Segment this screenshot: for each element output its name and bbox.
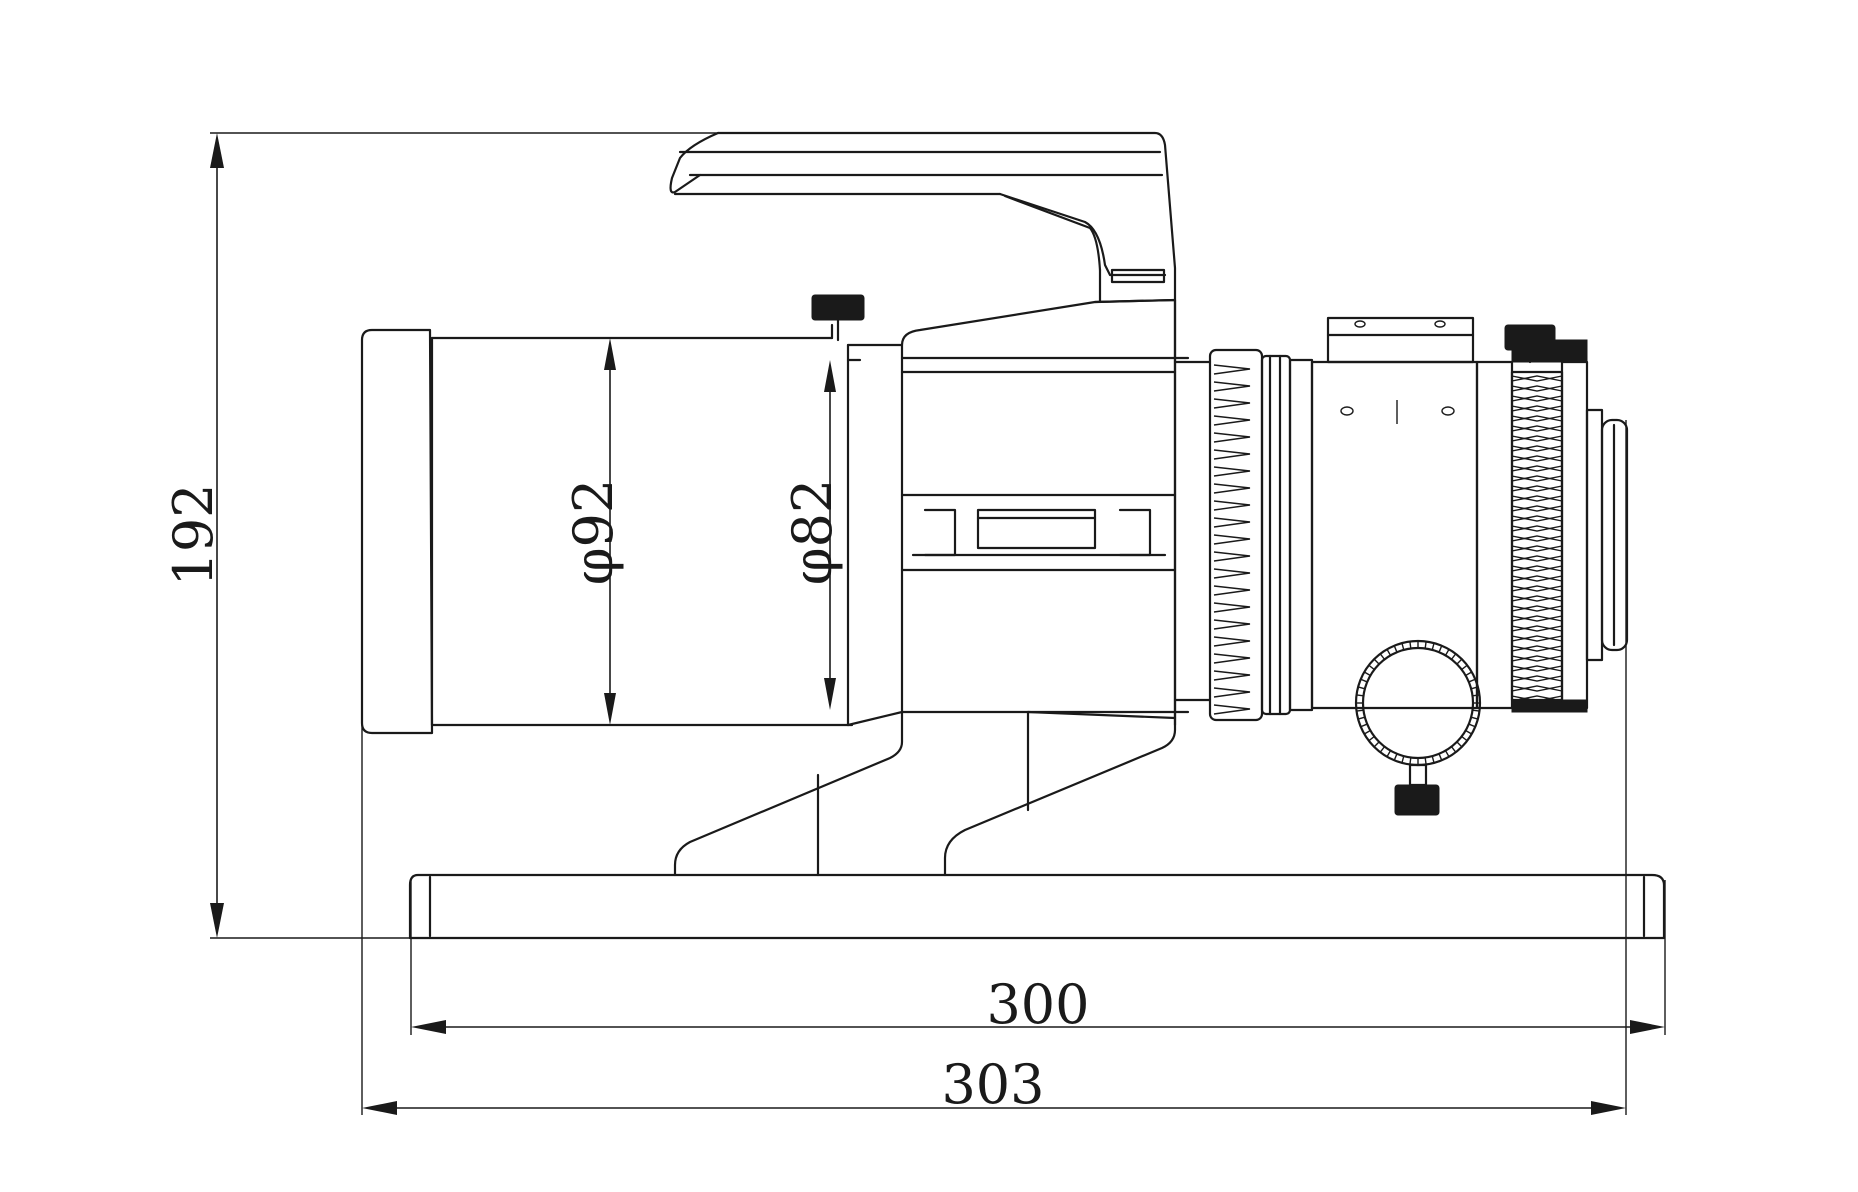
diameter-92: φ92	[562, 338, 625, 725]
rear-grip	[1475, 339, 1589, 713]
tube-step-ring	[846, 343, 904, 727]
inner-width-label: 300	[986, 973, 1089, 1036]
tube-ring	[673, 298, 1177, 877]
dimension-outer-width: 303	[361, 420, 1627, 1116]
dimension-inner-width: 300	[410, 880, 1666, 1036]
arrow-right-icon	[1591, 1101, 1626, 1115]
arrow-down-icon	[210, 903, 224, 938]
diameter-82: φ82	[781, 360, 844, 710]
diameter-92-label: φ92	[562, 479, 625, 586]
lock-knob-rear	[1504, 324, 1556, 364]
dew-shield	[360, 323, 854, 735]
base-plate	[408, 873, 1666, 940]
diameter-82-label: φ82	[781, 479, 844, 586]
focuser-adapter	[1173, 360, 1212, 702]
carry-handle	[669, 131, 1177, 304]
height-label: 192	[162, 483, 225, 586]
lock-knob-top	[811, 294, 865, 342]
drawtube	[1585, 408, 1629, 662]
arrow-up-icon	[210, 133, 224, 168]
outer-width-label: 303	[941, 1053, 1044, 1116]
knurled-ring	[1208, 348, 1314, 722]
arrow-left-icon	[362, 1101, 397, 1115]
dimension-height: 192	[162, 132, 720, 939]
main-tube	[900, 356, 1190, 714]
arrow-left-icon	[411, 1020, 446, 1034]
focuser-body	[1310, 316, 1479, 710]
focus-knob-icon	[1354, 639, 1482, 816]
arrow-right-icon	[1630, 1020, 1665, 1034]
